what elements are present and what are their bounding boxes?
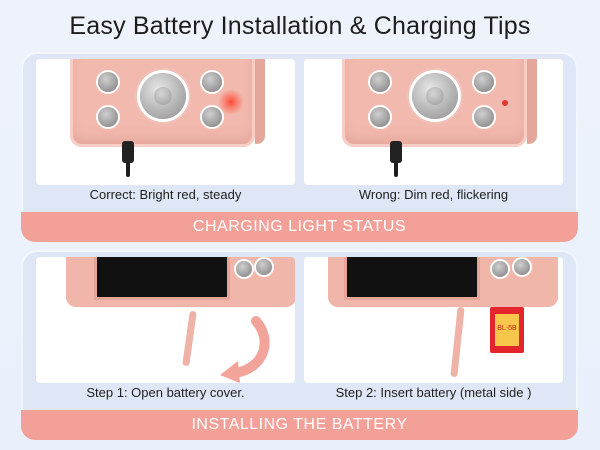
curved-arrow-icon [220,316,270,383]
charging-cable [394,151,398,177]
camera-button-icon [98,72,118,92]
step1-caption: Step 1: Open battery cover. [86,385,245,400]
camera-dial-icon [412,73,458,119]
step2-caption: Step 2: Insert battery (metal side ) [335,385,532,400]
camera-button-icon [514,259,530,275]
wrong-charging-image [304,59,563,185]
correct-caption: Correct: Bright red, steady [89,187,242,202]
usb-plug-icon [390,141,402,163]
dial-center [154,87,172,105]
wrong-caption: Wrong: Dim red, flickering [358,187,509,202]
battery-cover [182,310,197,367]
camera-button-icon [202,107,222,127]
camera-screen [94,257,230,300]
dim-red-light-icon [502,100,508,106]
camera-button-icon [370,72,390,92]
battery-cover [450,306,465,378]
camera-button-icon [474,72,494,92]
camera-button-icon [236,261,252,277]
battery-label: BL-5B [495,314,519,346]
camera-side [255,59,265,144]
camera-side [527,59,537,144]
usb-plug-icon [122,141,134,163]
camera-button-icon [492,261,508,277]
camera-button-icon [202,72,222,92]
page-title: Easy Battery Installation & Charging Tip… [69,12,531,40]
correct-charging-image [36,59,295,185]
charging-light-panel: Correct: Bright red, steady Wrong: Dim r… [21,52,578,242]
open-cover-image [36,257,295,383]
camera-button-icon [256,259,272,275]
bright-red-light-icon [218,89,244,115]
charging-light-banner: CHARGING LIGHT STATUS [21,212,578,242]
camera-button-icon [98,107,118,127]
camera-dial-icon [140,73,186,119]
installing-battery-panel: BL-5B Step 1: Open battery cover. Step 2… [21,250,578,440]
camera-button-icon [474,107,494,127]
camera-button-icon [370,107,390,127]
installing-battery-banner: INSTALLING THE BATTERY [21,410,578,440]
dial-center [426,87,444,105]
charging-cable [126,151,130,177]
battery-icon: BL-5B [490,307,524,353]
camera-screen [344,257,480,300]
insert-battery-image: BL-5B [304,257,563,383]
